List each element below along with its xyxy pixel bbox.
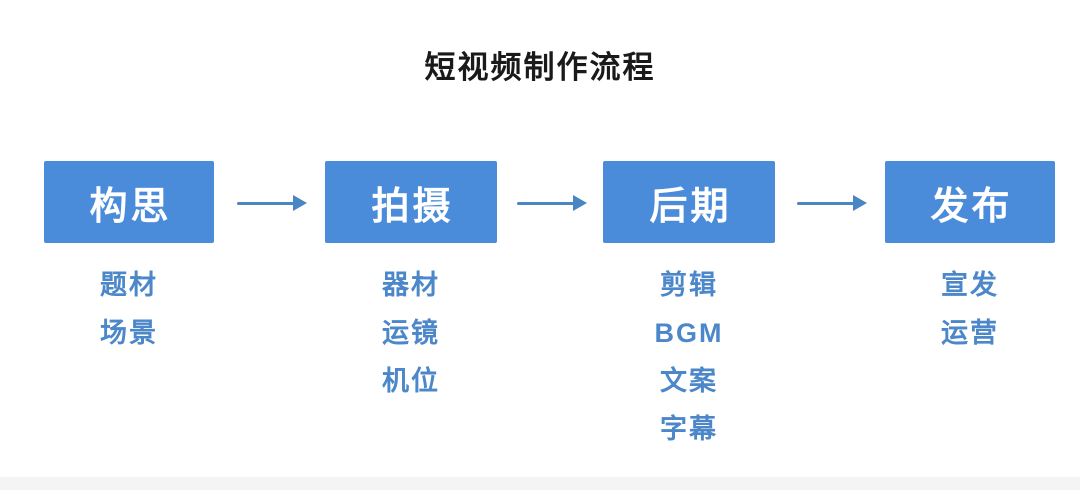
stage-box-publishing: 发布 bbox=[885, 161, 1055, 243]
stage-item: BGM bbox=[654, 318, 724, 348]
arrow-line bbox=[517, 201, 575, 205]
stage-items-conception: 题材 场景 bbox=[44, 261, 214, 357]
diagram-title: 短视频制作流程 bbox=[424, 50, 656, 85]
stage-item: 字幕 bbox=[660, 414, 718, 444]
arrow-head-icon bbox=[573, 195, 587, 211]
stage-items-shooting: 器材 运镜 机位 bbox=[325, 261, 497, 405]
stage-items-postproduction: 剪辑 BGM 文案 字幕 bbox=[603, 261, 775, 453]
stage-box-shooting: 拍摄 bbox=[325, 161, 497, 243]
stage-item: 机位 bbox=[382, 366, 440, 396]
stage-items-publishing: 宣发 运营 bbox=[885, 261, 1055, 357]
stage-item: 宣发 bbox=[941, 270, 999, 300]
arrow-head-icon bbox=[853, 195, 867, 211]
arrow-line bbox=[237, 201, 295, 205]
stage-item: 运镜 bbox=[382, 318, 440, 348]
stage-item: 器材 bbox=[382, 270, 440, 300]
stage-item: 题材 bbox=[100, 270, 158, 300]
stage-item: 文案 bbox=[660, 366, 718, 396]
arrow-line bbox=[797, 201, 855, 205]
stage-box-postproduction: 后期 bbox=[603, 161, 775, 243]
stage-item: 运营 bbox=[941, 318, 999, 348]
stage-item: 场景 bbox=[100, 318, 158, 348]
stage-box-conception: 构思 bbox=[44, 161, 214, 243]
arrow-head-icon bbox=[293, 195, 307, 211]
footer-strip bbox=[0, 477, 1080, 490]
stage-item: 剪辑 bbox=[660, 270, 718, 300]
